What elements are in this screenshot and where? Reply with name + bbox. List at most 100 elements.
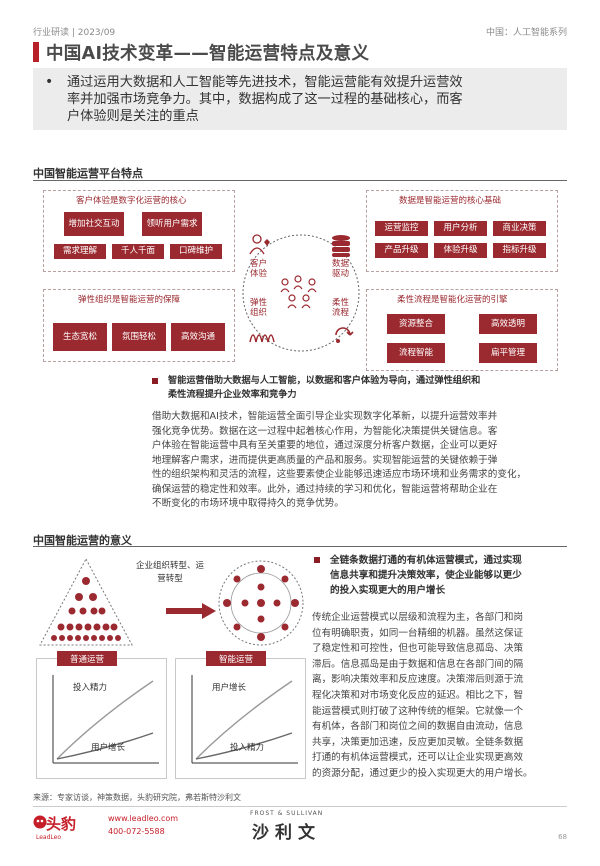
feature-pill: 体验升级	[434, 243, 487, 258]
transform-label: 企业组织转型、运 营转型	[136, 561, 205, 584]
chart-tag: 普通运营	[57, 651, 117, 666]
note-line: 信息共享和提升决策效率，使企业能够以更少	[330, 570, 522, 581]
paragraph-line: 程化决策和对市场变化反应的延迟。相比之下，智	[312, 689, 524, 701]
frost-sullivan-logo: 沙利文	[252, 823, 321, 843]
normal-ops-chart: 普通运营 投入精力 用户增长	[36, 651, 167, 779]
paragraph-line: 位有明确职责，如同一台精细的机器。虽然这保证	[312, 627, 524, 639]
footer-divider	[33, 806, 567, 807]
chart-line-label: 投入精力	[230, 743, 265, 753]
paragraph-line: 性的组织架构和灵活的流程，这些要素使企业能够迅速适应市场环境和业务需求的变化，	[152, 469, 527, 480]
paragraph-line: 共享，决策更加迅速，反应更加灵敏。全链条数据	[312, 736, 524, 748]
leadleo-logo-sub: LeadLeo	[36, 834, 62, 841]
data-foundation-box: 数据是智能运营的核心基础 运营监控 用户分析 商业决策 产品升级 体验升级 指标…	[366, 190, 558, 272]
box-heading: 客户体验是数字化运营的核心	[76, 196, 187, 206]
paragraph-line: 滞后。信息孤岛是由于数据和信息在各部门间的隔	[312, 658, 524, 670]
chart-line-label: 用户增长	[91, 743, 126, 753]
platform-note: 智能运营借助大数据与人工智能，以数据和客户体验为导向，通过弹性组织和 柔性流程提…	[168, 374, 568, 402]
box-heading: 柔性流程是智能化运营的引擎	[397, 295, 508, 305]
significance-note: 全链条数据打通的有机体运营模式，通过实现 信息共享和提升决策效率，使企业能够以更…	[330, 553, 570, 598]
intro-line: 率并加强市场竞争力。其中，数据构成了这一过程的基础核心，而客	[67, 92, 463, 107]
paragraph-line: 地理解客户需求，进而提供更高质量的产品和服务。实现智能运营的关键依赖于弹	[152, 454, 498, 466]
org-transform-illustration	[39, 557, 304, 646]
feature-pill: 生态宽松	[53, 323, 107, 351]
paragraph-line: 能运营模式则打破了这种传统的框架。它就像一个	[312, 705, 524, 717]
paragraph-line: 的资源分配，通过更少的投入实现更大的用户增长。	[312, 767, 533, 779]
feature-pill: 高效透明	[479, 314, 537, 334]
chart-line-label: 投入精力	[73, 683, 108, 693]
box-heading: 数据是智能运营的核心基础	[399, 196, 502, 206]
feature-pill: 运营监控	[375, 221, 428, 236]
note-line: 的投入实现更大的用户增长	[330, 585, 446, 596]
feature-pill: 商业决策	[493, 221, 546, 236]
header-right: 中国：人工智能系列	[485, 28, 567, 38]
elastic-wave-icon	[249, 334, 275, 343]
website-link[interactable]: www.leadleo.com	[108, 814, 179, 823]
section-title-platform: 中国智能运营平台特点	[33, 167, 143, 180]
paragraph-line: 确保运营的稳定性和效率。此外，通过持续的学习和优化，智能运营将帮助企业在	[152, 483, 498, 495]
leopard-logo-icon	[33, 815, 47, 829]
note-square-icon	[152, 378, 158, 384]
feature-pill: 千人千面	[112, 244, 164, 259]
chart-axes	[52, 675, 159, 764]
section-divider	[33, 180, 567, 181]
customer-heart-icon	[249, 234, 270, 255]
elastic-org-box: 弹性组织是智能运营的保障 生态宽松 氛围轻松 高效沟通	[43, 289, 235, 362]
feature-pill: 指标升级	[493, 243, 546, 258]
circle-label-data: 数据 驱动	[332, 259, 350, 279]
smart-ops-chart: 智能运营 用户增长 投入精力	[175, 651, 306, 779]
paragraph-line: 打通的有机体运营模式，还可以让企业实现更高效	[312, 752, 524, 764]
box-heading: 弹性组织是智能运营的保障	[78, 295, 181, 305]
paragraph-line: 传统企业运营模式以层级和流程为主，各部门和岗	[312, 612, 524, 623]
feature-pill: 扁平管理	[479, 343, 537, 363]
frost-sullivan-text: FROST & SULLIVAN	[250, 810, 324, 817]
page-title: 中国AI技术变革——智能运营特点及意义	[46, 44, 370, 64]
feature-pill: 流程智能	[387, 343, 445, 363]
intro-bullet: •	[45, 74, 54, 90]
source-note: 来源：专家访谈，神策数据，头豹研究院，弗若斯特沙利文	[33, 793, 241, 802]
intro-line: 户体验则是关注的重点	[67, 109, 199, 124]
section-title-significance: 中国智能运营的意义	[33, 534, 132, 547]
feature-pill: 用户分析	[434, 221, 487, 236]
intro-line: 通过运用大数据和人工智能等先进技术，智能运营能有效提升运营效	[67, 75, 463, 90]
paragraph-line: 借助大数据和AI技术，智能运营全面引导企业实现数字化革新，以提升运营效率并	[152, 411, 498, 422]
flexible-flow-box: 柔性流程是智能化运营的引擎 资源整合 高效透明 流程智能 扁平管理	[366, 289, 558, 371]
paragraph-line: 强化竞争优势。数据在这一过程中起着核心作用，为智能化决策提供关键信息。客	[152, 425, 498, 437]
note-line: 柔性流程提升企业效率和竞争力	[168, 389, 297, 400]
phone-number: 400-072-5588	[108, 827, 165, 836]
feature-pill: 高效沟通	[171, 323, 225, 351]
circle-label-elastic: 弹性 组织	[250, 298, 268, 318]
leadleo-logo: 头豹	[46, 815, 77, 833]
database-icon	[332, 235, 350, 257]
significance-paragraph: 传统企业运营模式以层级和流程为主，各部门和岗 位有明确职责，如同一台精细的机器。…	[312, 610, 568, 782]
feature-pill: 资源整合	[387, 314, 445, 334]
paragraph-line: 户体验在智能运营中具有至关重要的地位，通过深度分析客户数据，企业可以更好	[152, 440, 498, 451]
feature-pill: 口碑维护	[170, 244, 222, 259]
section-divider	[33, 546, 567, 547]
circle-ring	[242, 234, 360, 352]
feature-pill: 氛围轻松	[112, 323, 166, 351]
paragraph-line: 了稳定性和可控性，但也可能导致信息孤岛、决策	[312, 643, 524, 655]
chart-tag: 智能运营	[206, 651, 266, 666]
platform-paragraph: 借助大数据和AI技术，智能运营全面引导企业实现数字化革新，以提升运营效率并 强化…	[152, 410, 564, 512]
feature-pill: 领听用户需求	[142, 212, 202, 236]
note-line: 全链条数据打通的有机体运营模式，通过实现	[330, 555, 522, 566]
feature-pill: 增加社交互动	[64, 212, 124, 236]
circle-label-flexible: 柔性 流程	[332, 298, 350, 318]
note-line: 智能运营借助大数据与人工智能，以数据和客户体验为导向，通过弹性组织和	[168, 375, 481, 386]
intro-text: 通过运用大数据和人工智能等先进技术，智能运营能有效提升运营效 率并加强市场竞争力…	[67, 74, 557, 125]
header-left: 行业研读 | 2023/09	[33, 28, 116, 38]
paragraph-line: 不断变化的市场环境中取得持久的竞争优势。	[152, 498, 344, 509]
chart-axes	[191, 675, 298, 764]
chart-line-label: 用户增长	[212, 683, 247, 693]
paragraph-line: 有机体，各部门和岗位之间的数据自由流动，信息	[312, 721, 524, 733]
note-square-icon	[314, 557, 320, 563]
customer-experience-box: 客户体验是数字化运营的核心 增加社交互动 领听用户需求 需求理解 千人千面 口碑…	[43, 190, 235, 272]
intro-box: • 通过运用大数据和人工智能等先进技术，智能运营能有效提升运营效 率并加强市场竞…	[33, 68, 567, 130]
title-accent-bar	[33, 42, 39, 62]
flow-icon	[335, 327, 354, 343]
page-number: 68	[558, 833, 567, 841]
feature-pill: 需求理解	[54, 244, 106, 259]
platform-circle-diagram: 客户 体验 数据 驱动 弹性 组织 柔性 流程	[240, 232, 362, 354]
feature-pill: 产品升级	[375, 243, 428, 258]
